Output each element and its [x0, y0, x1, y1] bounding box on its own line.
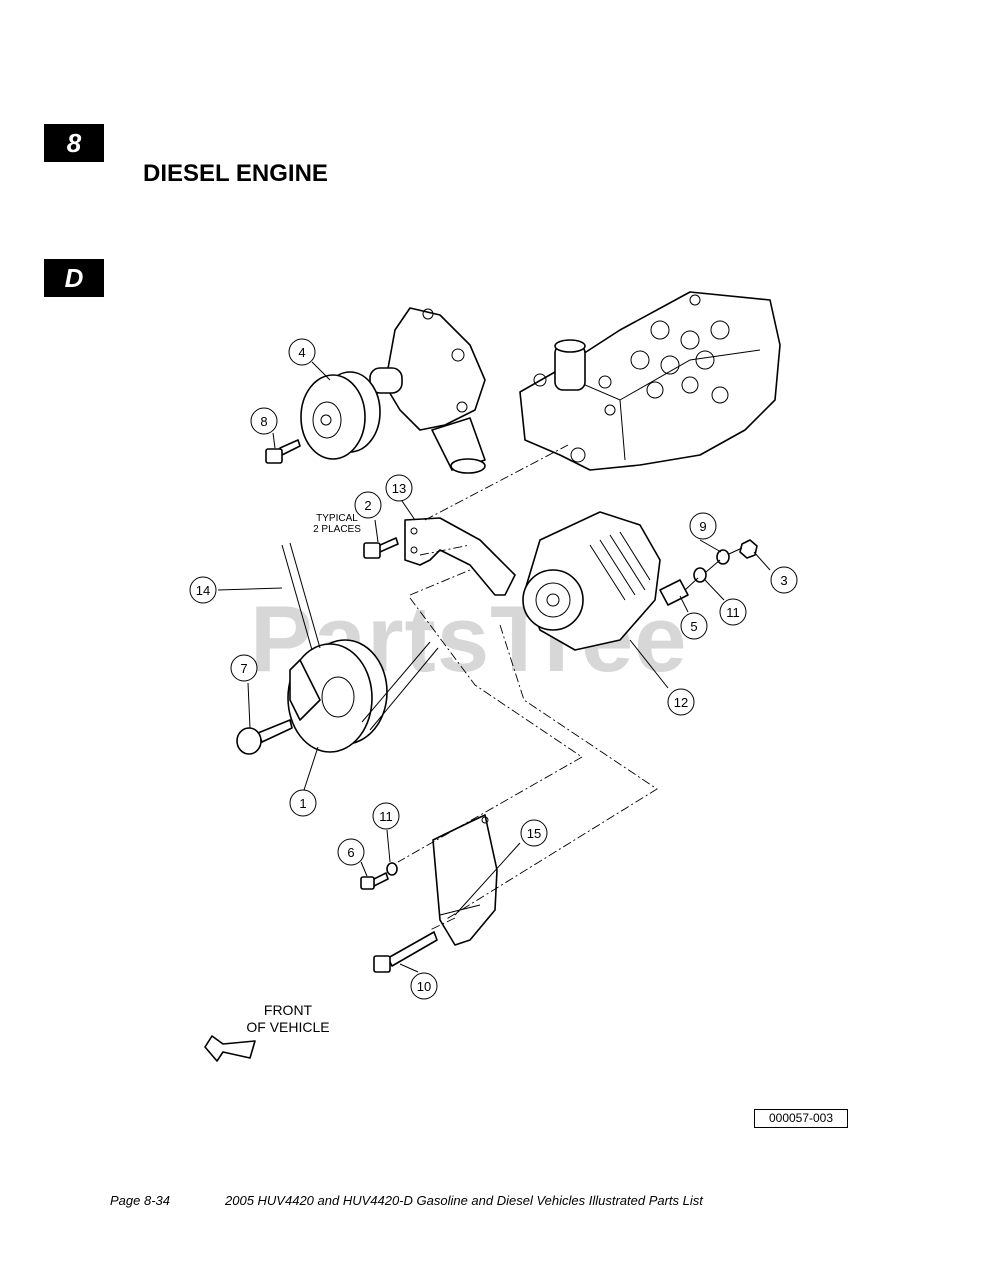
callout-15: 15 — [520, 819, 548, 847]
svg-text:14: 14 — [196, 583, 210, 598]
callout-10: 10 — [410, 972, 438, 1000]
belt-guard — [432, 814, 498, 946]
nut-3 — [739, 539, 758, 559]
bolt-10 — [373, 931, 438, 973]
svg-text:12: 12 — [674, 695, 688, 710]
callout-5: 5 — [680, 612, 708, 640]
bolt-2 — [363, 537, 399, 559]
callout-1: 1 — [289, 789, 317, 817]
crankshaft-pulley — [287, 639, 388, 753]
page-title: DIESEL ENGINE — [143, 160, 328, 187]
svg-text:11: 11 — [726, 605, 740, 620]
svg-text:11: 11 — [379, 809, 393, 824]
washer-11-lower — [386, 862, 398, 876]
drive-belt — [281, 542, 439, 731]
svg-text:9: 9 — [699, 519, 706, 534]
callout-11-lower: 11 — [372, 802, 400, 830]
bolt-8 — [265, 439, 301, 464]
spacer-5 — [659, 579, 689, 606]
svg-text:8: 8 — [260, 414, 267, 429]
bolt-6 — [360, 872, 389, 890]
callout-9: 9 — [689, 512, 717, 540]
svg-text:15: 15 — [527, 826, 541, 841]
typical-note-line1: TYPICAL — [316, 513, 358, 524]
bolt-7 — [236, 719, 293, 755]
svg-text:10: 10 — [417, 979, 431, 994]
callout-2: 2 — [354, 491, 382, 519]
leader-lines — [217, 361, 771, 973]
callout-7: 7 — [230, 654, 258, 682]
svg-text:5: 5 — [690, 619, 697, 634]
chapter-tab: 8 — [44, 124, 104, 162]
front-label-line1: FRONT — [264, 1002, 313, 1018]
engine-block — [519, 291, 781, 471]
typical-note-line2: 2 PLACES — [313, 524, 361, 535]
washer-9 — [716, 549, 730, 565]
svg-text:7: 7 — [240, 661, 247, 676]
callout-14: 14 — [189, 576, 217, 604]
callout-8: 8 — [250, 407, 278, 435]
assembly-lines — [397, 444, 658, 931]
svg-text:2: 2 — [364, 498, 371, 513]
drawing-reference-number: 000057-003 — [754, 1109, 848, 1128]
svg-text:13: 13 — [392, 481, 406, 496]
callout-13: 13 — [385, 474, 413, 502]
section-tab: D — [44, 259, 104, 297]
water-pump — [369, 307, 486, 474]
svg-text:3: 3 — [780, 573, 787, 588]
svg-text:4: 4 — [298, 345, 305, 360]
footer-page-number: Page 8-34 — [110, 1193, 170, 1208]
callout-11: 11 — [719, 598, 747, 626]
callout-12: 12 — [667, 688, 695, 716]
callout-6: 6 — [337, 838, 365, 866]
callout-4: 4 — [288, 338, 316, 366]
front-label-line2: OF VEHICLE — [246, 1019, 329, 1035]
alternator — [522, 511, 661, 651]
water-pump-pulley — [300, 371, 381, 460]
svg-text:6: 6 — [347, 845, 354, 860]
svg-text:1: 1 — [299, 796, 306, 811]
front-arrow-icon — [204, 1035, 256, 1062]
callout-3: 3 — [770, 566, 798, 594]
alternator-bracket — [404, 517, 516, 596]
footer-document-title: 2005 HUV4420 and HUV4420-D Gasoline and … — [225, 1193, 703, 1208]
